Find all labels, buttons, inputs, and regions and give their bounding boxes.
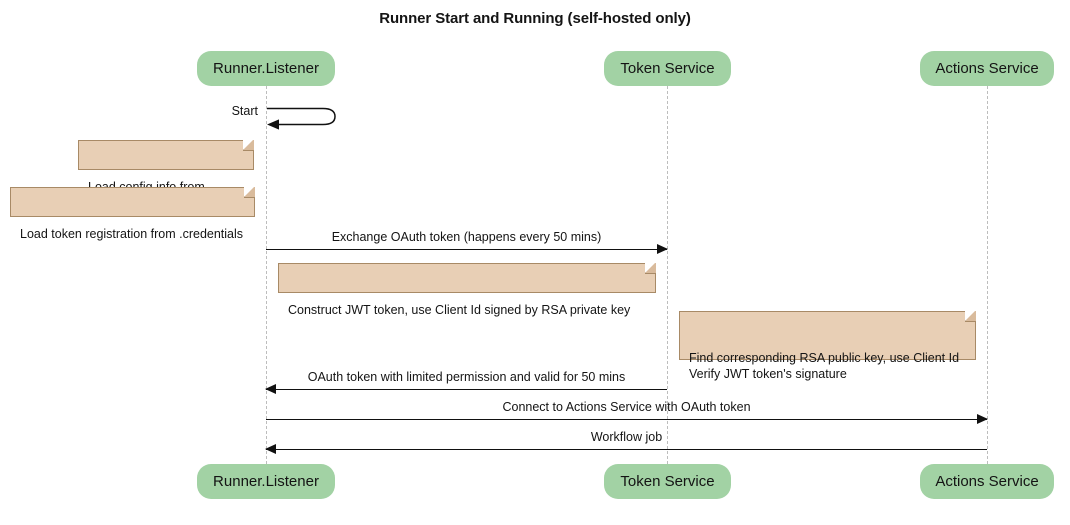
participant-runner-bottom[interactable]: Runner.Listener — [197, 464, 335, 499]
message-label: Exchange OAuth token (happens every 50 m… — [331, 230, 602, 244]
lifeline-runner — [266, 86, 267, 464]
message-line — [266, 249, 667, 250]
self-message-start-label: Start — [231, 104, 258, 118]
participant-token-top[interactable]: Token Service — [604, 51, 731, 86]
arrowhead-left-icon — [265, 384, 276, 394]
message-label: Connect to Actions Service with OAuth to… — [502, 400, 751, 414]
message-line — [266, 419, 987, 420]
note-verify-jwt-signature: Find corresponding RSA public key, use C… — [679, 310, 976, 381]
lifeline-token — [667, 86, 668, 464]
note-fold-icon — [965, 310, 976, 322]
arrowhead-right-icon — [657, 244, 668, 254]
note-text: Find corresponding RSA public key, use C… — [689, 351, 960, 381]
lifeline-actions — [987, 86, 988, 464]
participant-runner-top[interactable]: Runner.Listener — [197, 51, 335, 86]
participant-token-bottom[interactable]: Token Service — [604, 464, 731, 499]
participant-label: Runner.Listener — [213, 473, 319, 490]
note-fold-icon — [243, 139, 254, 151]
arrowhead-left-icon — [265, 444, 276, 454]
diagram-title: Runner Start and Running (self-hosted on… — [379, 10, 691, 27]
note-load-token-registration: Load token registration from .credential… — [10, 186, 255, 241]
participant-label: Actions Service — [935, 473, 1039, 490]
message-label: Workflow job — [590, 430, 663, 444]
participant-label: Token Service — [620, 473, 715, 490]
note-text: Load token registration from .credential… — [20, 227, 244, 241]
note-fold-icon — [244, 186, 255, 198]
self-message-start-arrow — [267, 107, 336, 130]
participant-label: Actions Service — [935, 60, 1039, 77]
note-load-config: Load config info from .runner — [78, 139, 254, 210]
participant-label: Runner.Listener — [213, 60, 319, 77]
message-line — [266, 449, 987, 450]
participant-label: Token Service — [620, 60, 715, 77]
participant-actions-bottom[interactable]: Actions Service — [920, 464, 1054, 499]
message-line — [266, 389, 667, 390]
message-label: OAuth token with limited permission and … — [307, 370, 626, 384]
note-construct-jwt: Construct JWT token, use Client Id signe… — [278, 262, 656, 317]
participant-actions-top[interactable]: Actions Service — [920, 51, 1054, 86]
arrowhead-right-icon — [977, 414, 988, 424]
note-fold-icon — [645, 262, 656, 274]
note-text: Construct JWT token, use Client Id signe… — [288, 303, 631, 317]
self-message-start[interactable]: Start — [232, 104, 346, 137]
